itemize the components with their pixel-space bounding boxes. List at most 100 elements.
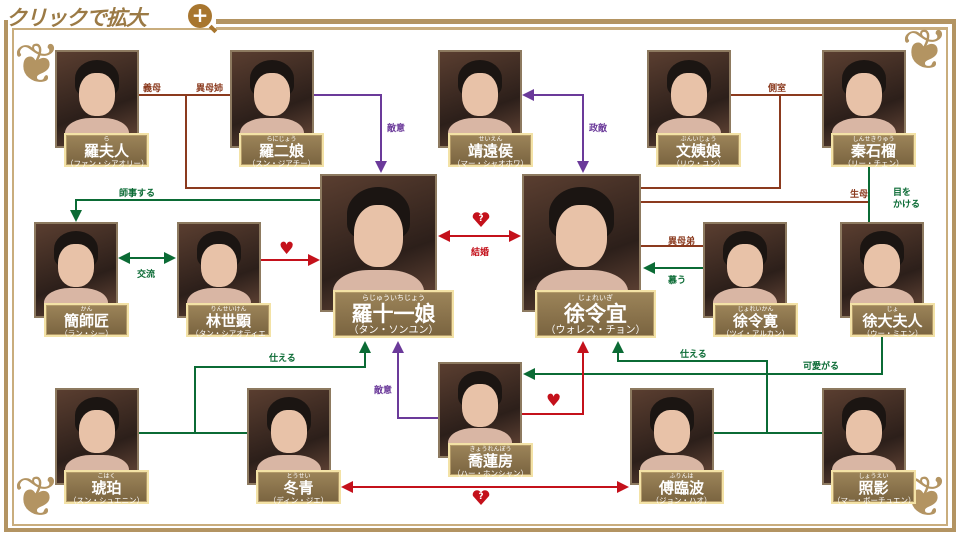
label-tsukaeru-right: 仕える [680, 350, 707, 360]
line-political-enemy [522, 89, 589, 173]
name-reading: らにじょう [266, 136, 297, 143]
actor-name: （タン・シアオティエン） [191, 329, 266, 348]
name-plate: じょれいかん徐令寛（ツイ・アルカン） [713, 303, 798, 338]
name-reading: しょうえい [858, 473, 889, 480]
character-portrait [438, 362, 522, 458]
name-reading: じょ [886, 306, 899, 313]
label-tekii-renbou: 敵意 [374, 386, 393, 396]
label-ibotei: 異母弟 [668, 237, 696, 247]
cloud-corner-ornament-icon: ❦ [901, 18, 949, 83]
name-plate: こはく琥珀（スン・シュエニン） [64, 470, 149, 505]
character-portrait [630, 388, 714, 485]
character-name: 徐大夫人 [862, 312, 923, 330]
actor-name: （ファン・シアオリー） [66, 159, 149, 168]
line-renbou-enmity [392, 341, 438, 419]
actor-name: （ウー・ミエン） [862, 329, 923, 338]
line-serve-juichijou [194, 341, 371, 433]
label-mewokakeru: 目を かける [893, 188, 921, 210]
line-concubines-to-reigi [641, 95, 781, 189]
actor-name: （タン・ソンユン） [348, 325, 439, 336]
character-portrait [438, 50, 522, 148]
line-apprentice [70, 199, 320, 222]
label-shiji: 師事する [119, 189, 156, 199]
name-plate: じょ徐大夫人（ウー・ミエン） [850, 303, 935, 338]
line-ra-family-to-juichijou [185, 95, 320, 189]
name-plate: らじゅういちじょう羅十一娘（タン・ソンユン） [333, 290, 454, 338]
name-plate: とうせい冬青（ディン・ジエ） [256, 470, 341, 505]
line-serve-reigi [612, 341, 768, 433]
name-reading: せいえん [478, 136, 503, 143]
character-name: 徐令寛 [732, 312, 778, 330]
actor-name: （マー・シャオホワ） [453, 159, 528, 168]
name-reading: ぶんいじょう [680, 136, 717, 143]
actor-name: （スン・シュエニン） [69, 496, 144, 505]
heart-question-mark: ? [478, 492, 484, 502]
name-plate: ふりんは傅臨波（ジョン・ハオ） [639, 470, 724, 505]
character-name: 琥珀 [91, 479, 122, 497]
actor-name: （ハー・ホンシャン） [453, 469, 528, 478]
character-name: 照影 [858, 479, 889, 497]
character-name: 喬蓮房 [467, 452, 513, 470]
label-gibo: 義母 [143, 84, 162, 94]
character-name: 林世顕 [205, 312, 251, 330]
name-plate: しょうえい照影（マー・ボーチュエン） [831, 470, 916, 505]
character-name: 傅臨波 [658, 479, 704, 497]
plus-magnifier-icon[interactable]: + [188, 4, 212, 28]
character-portrait [647, 50, 731, 148]
actor-name: （ジョン・ハオ） [651, 496, 712, 505]
name-reading: きょうれんぼう [469, 446, 512, 453]
line-birth-mother [641, 201, 870, 222]
actor-name: （ラン・シー） [60, 329, 113, 338]
cloud-corner-ornament-icon: ❦ [13, 32, 61, 97]
name-plate: せいえん靖遠侯（マー・シャオホワ） [448, 133, 533, 168]
line-love-renbou [521, 341, 589, 415]
line-dote [523, 337, 883, 380]
frame-top-rule [216, 19, 956, 24]
frame-top-rule-inner [216, 27, 948, 29]
heart-question-icon: ? [472, 212, 490, 228]
actor-name: （スン・ジアチー） [247, 159, 316, 168]
character-name: 文姨娘 [675, 142, 721, 160]
name-plate: ぶんいじょう文姨娘（リウ・ユン） [656, 133, 741, 168]
cloud-corner-ornament-icon: ❦ [13, 465, 61, 530]
decorative-frame-inner [12, 28, 948, 526]
name-reading: りんせいけん [210, 306, 247, 313]
label-seiteki: 政敵 [589, 124, 608, 134]
name-reading: かん [80, 306, 93, 313]
actor-name: （ウォレス・チョン） [545, 325, 646, 336]
character-name: 簡師匠 [63, 312, 109, 330]
name-reading: しんせきりゅう [852, 136, 895, 143]
label-seibo: 生母 [850, 190, 869, 200]
character-name: 羅夫人 [83, 142, 129, 160]
heart-icon: ♥ [279, 239, 295, 259]
character-name: 羅二娘 [258, 142, 304, 160]
name-reading: とうせい [286, 473, 311, 480]
label-kouryu: 交流 [137, 270, 156, 280]
actor-name: （ツイ・アルカン） [721, 329, 790, 338]
character-name: 靖遠侯 [467, 142, 513, 160]
name-plate: きょうれんぼう喬蓮房（ハー・ホンシャン） [448, 443, 533, 478]
label-shitau: 慕う [668, 276, 687, 286]
actor-name: （リウ・ユン） [672, 159, 725, 168]
decorative-frame [4, 20, 956, 532]
line-nijou-enmity [313, 94, 387, 173]
name-plate: ら羅夫人（ファン・シアオリー） [64, 133, 149, 168]
heart-question-mark: ? [478, 214, 484, 224]
name-plate: りんせいけん林世顕（タン・シアオティエン） [186, 303, 271, 348]
actor-name: （リー・チェン） [843, 159, 904, 168]
label-tsukaeru-left: 仕える [269, 354, 296, 364]
character-name: 羅十一娘 [351, 301, 436, 326]
character-portrait [55, 50, 139, 148]
click-to-enlarge-title[interactable]: クリックで拡大 [6, 6, 147, 30]
actor-name: （マー・ボーチュエン） [833, 496, 916, 505]
label-tekii: 敵意 [387, 124, 406, 134]
label-kekkon: 結婚 [471, 248, 490, 258]
name-reading: らじゅういちじょう [362, 294, 425, 302]
name-reading: じょれいかん [737, 306, 774, 313]
heart-icon: ♥ [546, 391, 562, 411]
label-iboshi: 異母姉 [196, 84, 224, 94]
name-reading: じょれいぎ [578, 294, 613, 302]
heart-question-icon: ? [472, 490, 490, 506]
character-name: 冬青 [283, 479, 314, 497]
label-kawaigaru: 可愛がる [803, 362, 840, 372]
